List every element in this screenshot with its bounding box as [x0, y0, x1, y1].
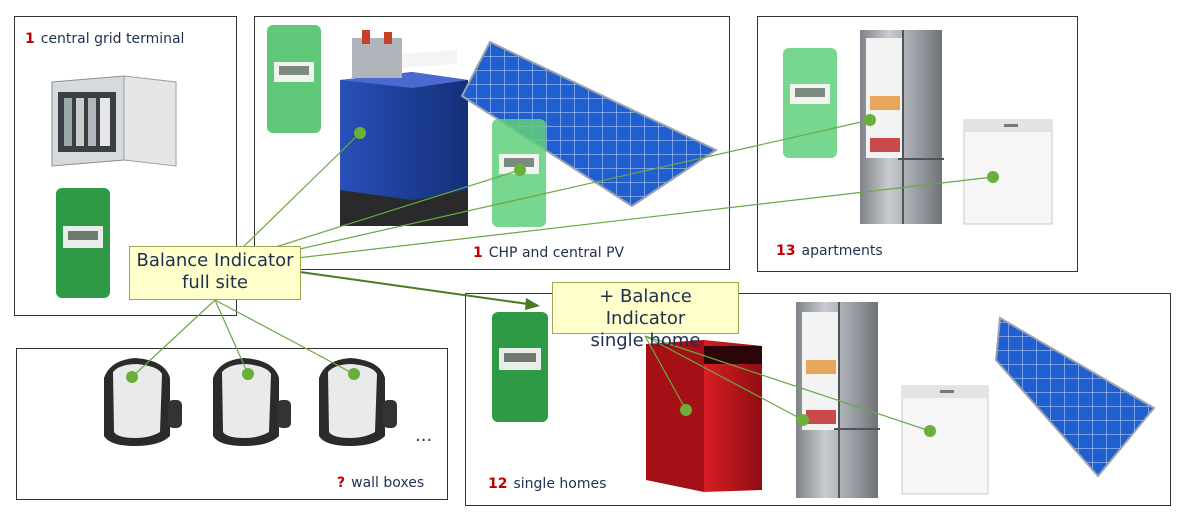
more-wall-boxes-ellipsis: ...	[415, 425, 433, 446]
balance-indicator-full-site-callout: Balance Indicator full site	[129, 246, 301, 300]
single-homes-count: 12	[488, 476, 508, 492]
apartments-count: 13	[776, 243, 796, 259]
grid-terminal-panel: 1 central grid terminal	[14, 16, 237, 316]
apartments-caption: 13 apartments	[776, 243, 883, 259]
grid-terminal-caption: 1 central grid terminal	[25, 31, 184, 47]
single-home-callout-line1: + Balance Indicator	[599, 286, 692, 329]
full-site-callout-line2: full site	[182, 272, 248, 293]
wall-boxes-caption: ? wall boxes	[337, 475, 424, 491]
grid-terminal-label: central grid terminal	[40, 31, 185, 47]
single-homes-label: single homes	[513, 476, 607, 492]
chp-pv-count: 1	[473, 245, 483, 261]
single-home-callout-line2: single home	[590, 330, 701, 351]
apartments-label: apartments	[801, 243, 883, 259]
full-site-callout-line1: Balance Indicator	[136, 250, 294, 271]
balance-indicator-single-home-callout: + Balance Indicator single home	[552, 282, 739, 351]
single-homes-caption: 12 single homes	[488, 476, 606, 492]
wall-boxes-label: wall boxes	[351, 475, 425, 491]
chp-pv-caption: 1 CHP and central PV	[473, 245, 624, 261]
apartments-panel: 13 apartments	[757, 16, 1078, 272]
wall-boxes-panel: ? wall boxes ...	[16, 348, 448, 500]
wall-boxes-count: ?	[337, 475, 346, 491]
grid-terminal-count: 1	[25, 31, 35, 47]
chp-pv-panel: 1 CHP and central PV	[254, 16, 730, 270]
chp-pv-label: CHP and central PV	[488, 245, 625, 261]
